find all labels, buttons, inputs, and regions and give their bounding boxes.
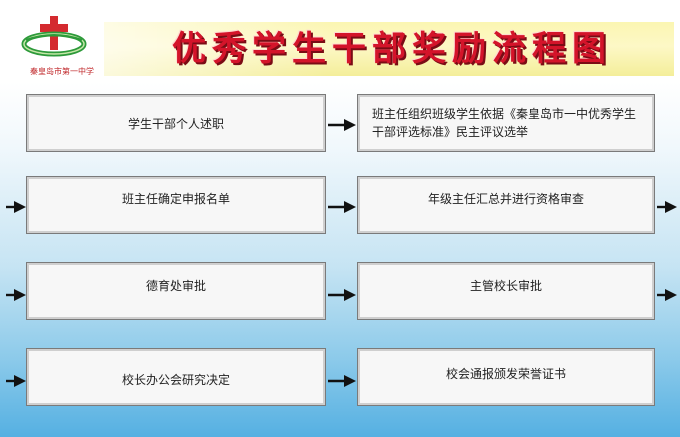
flow-step-2-label: 班主任组织班级学生依据《秦皇岛市一中优秀学生干部评选标准》民主评议选举	[372, 107, 637, 139]
arrow-right-icon	[328, 118, 356, 132]
header: 秦皇岛市第一中学 优秀学生干部奖励流程图	[0, 0, 680, 82]
flow-step-1: 学生干部个人述职	[26, 94, 326, 152]
logo-text: 秦皇岛市第一中学	[30, 67, 94, 76]
arrow-right-icon	[328, 200, 356, 214]
flow-step-6: 主管校长审批	[357, 262, 655, 320]
title-banner: 优秀学生干部奖励流程图	[104, 22, 674, 76]
flow-step-8: 校会通报颁发荣誉证书	[357, 348, 655, 406]
arrow-right-icon	[657, 200, 677, 214]
flow-step-6-label: 主管校长审批	[469, 278, 542, 293]
flow-step-4: 年级主任汇总并进行资格审查	[357, 176, 655, 234]
flow-step-7: 校长办公会研究决定	[26, 348, 326, 406]
flow-step-3: 班主任确定申报名单	[26, 176, 326, 234]
arrow-right-icon	[328, 374, 356, 388]
arrow-right-icon	[328, 288, 356, 302]
flow-step-4-label: 年级主任汇总并进行资格审查	[427, 191, 584, 206]
page-title: 优秀学生干部奖励流程图	[172, 29, 612, 69]
flow-step-1-label: 学生干部个人述职	[127, 116, 224, 131]
flow-step-3-label: 班主任确定申报名单	[121, 191, 230, 206]
flow-step-5-label: 德育处审批	[145, 278, 206, 293]
arrow-right-icon	[657, 288, 677, 302]
flow-step-5: 德育处审批	[26, 262, 326, 320]
school-logo: 秦皇岛市第一中学	[18, 16, 98, 78]
arrow-right-icon	[6, 288, 26, 302]
flowchart-area: 学生干部个人述职 班主任组织班级学生依据《秦皇岛市一中优秀学生干部评选标准》民主…	[0, 82, 680, 437]
flow-step-8-label: 校会通报颁发荣誉证书	[445, 366, 566, 381]
arrow-right-icon	[6, 200, 26, 214]
school-logo-icon	[21, 16, 87, 57]
arrow-right-icon	[6, 374, 26, 388]
flow-step-2: 班主任组织班级学生依据《秦皇岛市一中优秀学生干部评选标准》民主评议选举	[357, 94, 655, 152]
flow-step-7-label: 校长办公会研究决定	[121, 372, 230, 387]
